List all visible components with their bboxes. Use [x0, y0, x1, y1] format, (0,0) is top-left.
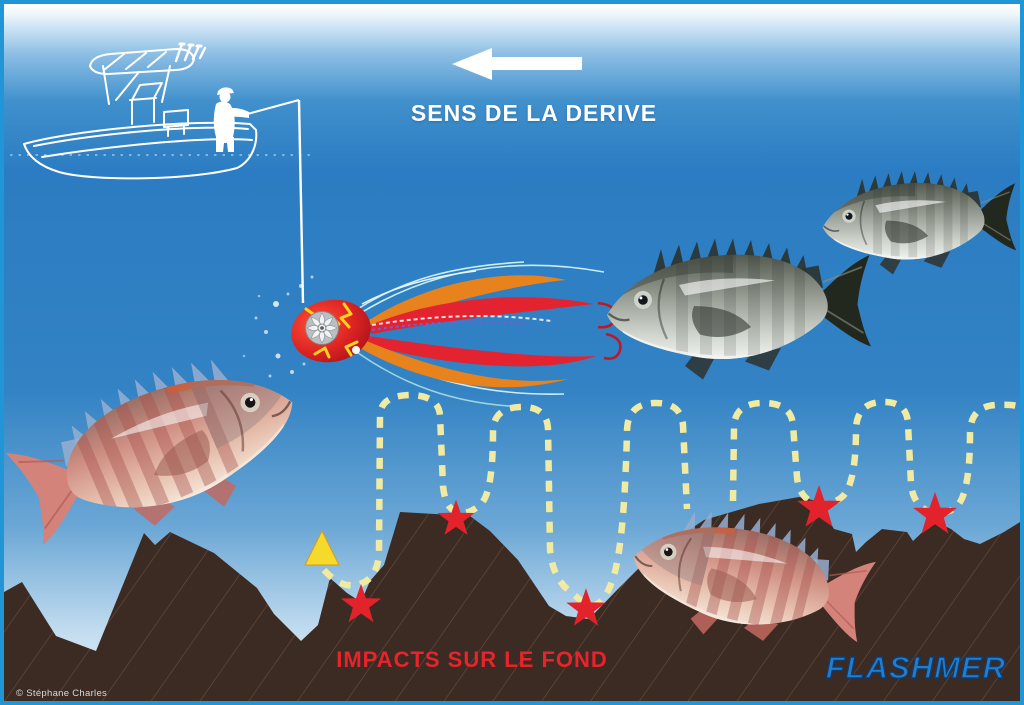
fishing-rod [239, 99, 300, 117]
fishing-line [297, 99, 305, 304]
touchdown-triangle-marker [304, 529, 340, 566]
left-arrow-icon [452, 48, 582, 80]
credit-text: © Stéphane Charles [16, 688, 108, 699]
lure-bounce-path [321, 391, 1020, 609]
bubbles [242, 275, 314, 378]
scene-canvas [4, 4, 1020, 701]
fishing-boat-icon [23, 42, 258, 180]
drift-direction-label: SENS DE LA DERIVE [410, 100, 658, 126]
brand-logo: FLASHMER [825, 649, 1006, 685]
impacts-on-bottom-label: IMPACTS SUR LE FOND [336, 647, 608, 672]
madai-jig-lure-icon [242, 261, 622, 407]
